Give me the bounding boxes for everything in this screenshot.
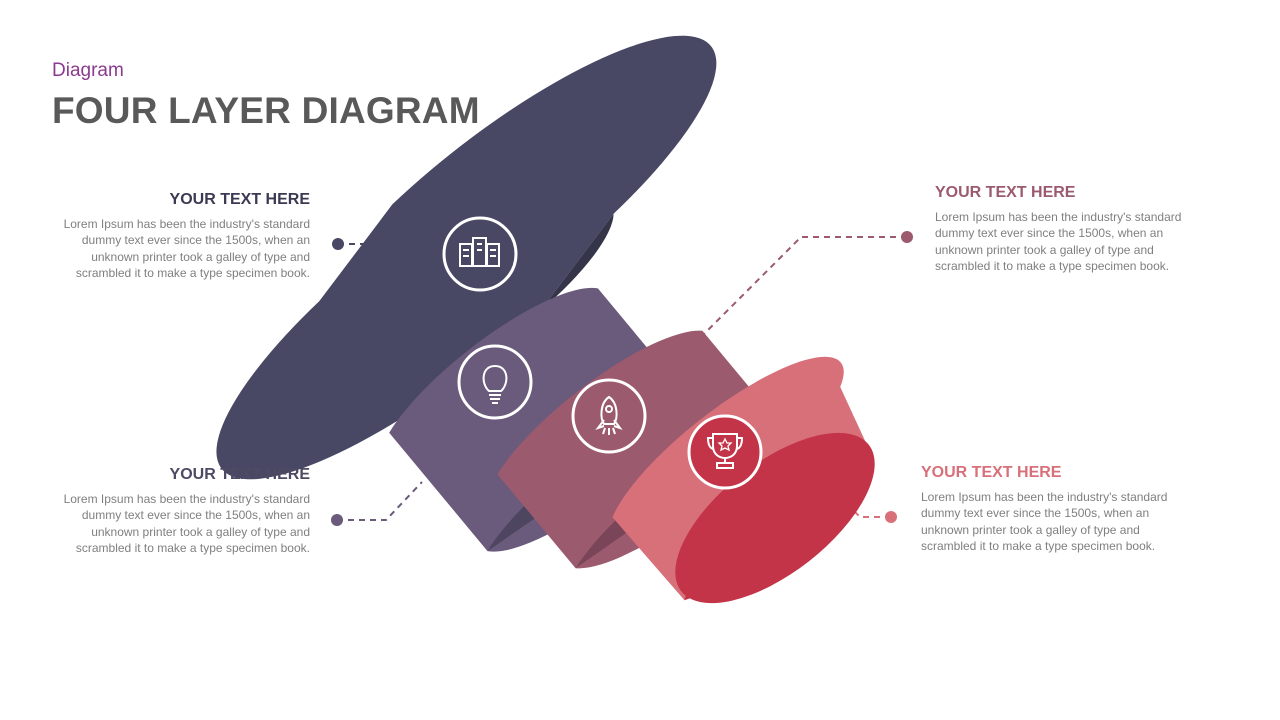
layer-2-icon-ring	[457, 344, 533, 420]
connector-layer-2	[337, 481, 423, 521]
text-block-layer-2: YOUR TEXT HERE Lorem Ipsum has been the …	[50, 466, 310, 556]
layer-4-heading: YOUR TEXT HERE	[921, 464, 1062, 481]
text-block-layer-1: YOUR TEXT HERE Lorem Ipsum has been the …	[50, 191, 310, 281]
buildings-icon	[459, 237, 500, 267]
layer-4-body: Lorem Ipsum has been the industry's stan…	[921, 490, 1168, 553]
layer-1-heading: YOUR TEXT HERE	[169, 191, 310, 208]
lightbulb-icon	[482, 364, 508, 404]
text-block-layer-3: YOUR TEXT HERE Lorem Ipsum has been the …	[935, 184, 1195, 274]
rocket-icon	[595, 395, 623, 435]
layer-1-body: Lorem Ipsum has been the industry's stan…	[63, 217, 310, 280]
layer-3-heading: YOUR TEXT HERE	[935, 184, 1076, 201]
connector-dot-layer-4	[885, 511, 897, 523]
layer-3-icon-ring	[571, 378, 647, 454]
text-block-layer-4: YOUR TEXT HERE Lorem Ipsum has been the …	[921, 464, 1181, 554]
page-title: FOUR LAYER DIAGRAM	[52, 90, 480, 131]
diagram-label: Diagram	[52, 60, 124, 81]
connector-layer-3	[694, 236, 907, 344]
layer-1-cylinder	[216, 35, 717, 480]
layer-4-icon-ring	[687, 414, 763, 490]
layer-4-cylinder	[612, 356, 875, 604]
trophy-icon	[706, 433, 744, 469]
layer-1-icon-ring	[442, 216, 518, 292]
connector-dot-layer-3	[901, 231, 913, 243]
connector-dot-layer-1	[332, 238, 344, 250]
layer-2-heading: YOUR TEXT HERE	[169, 466, 310, 483]
layer-2-body: Lorem Ipsum has been the industry's stan…	[63, 492, 310, 555]
layer-3-body: Lorem Ipsum has been the industry's stan…	[935, 210, 1182, 273]
connector-dot-layer-2	[331, 514, 343, 526]
